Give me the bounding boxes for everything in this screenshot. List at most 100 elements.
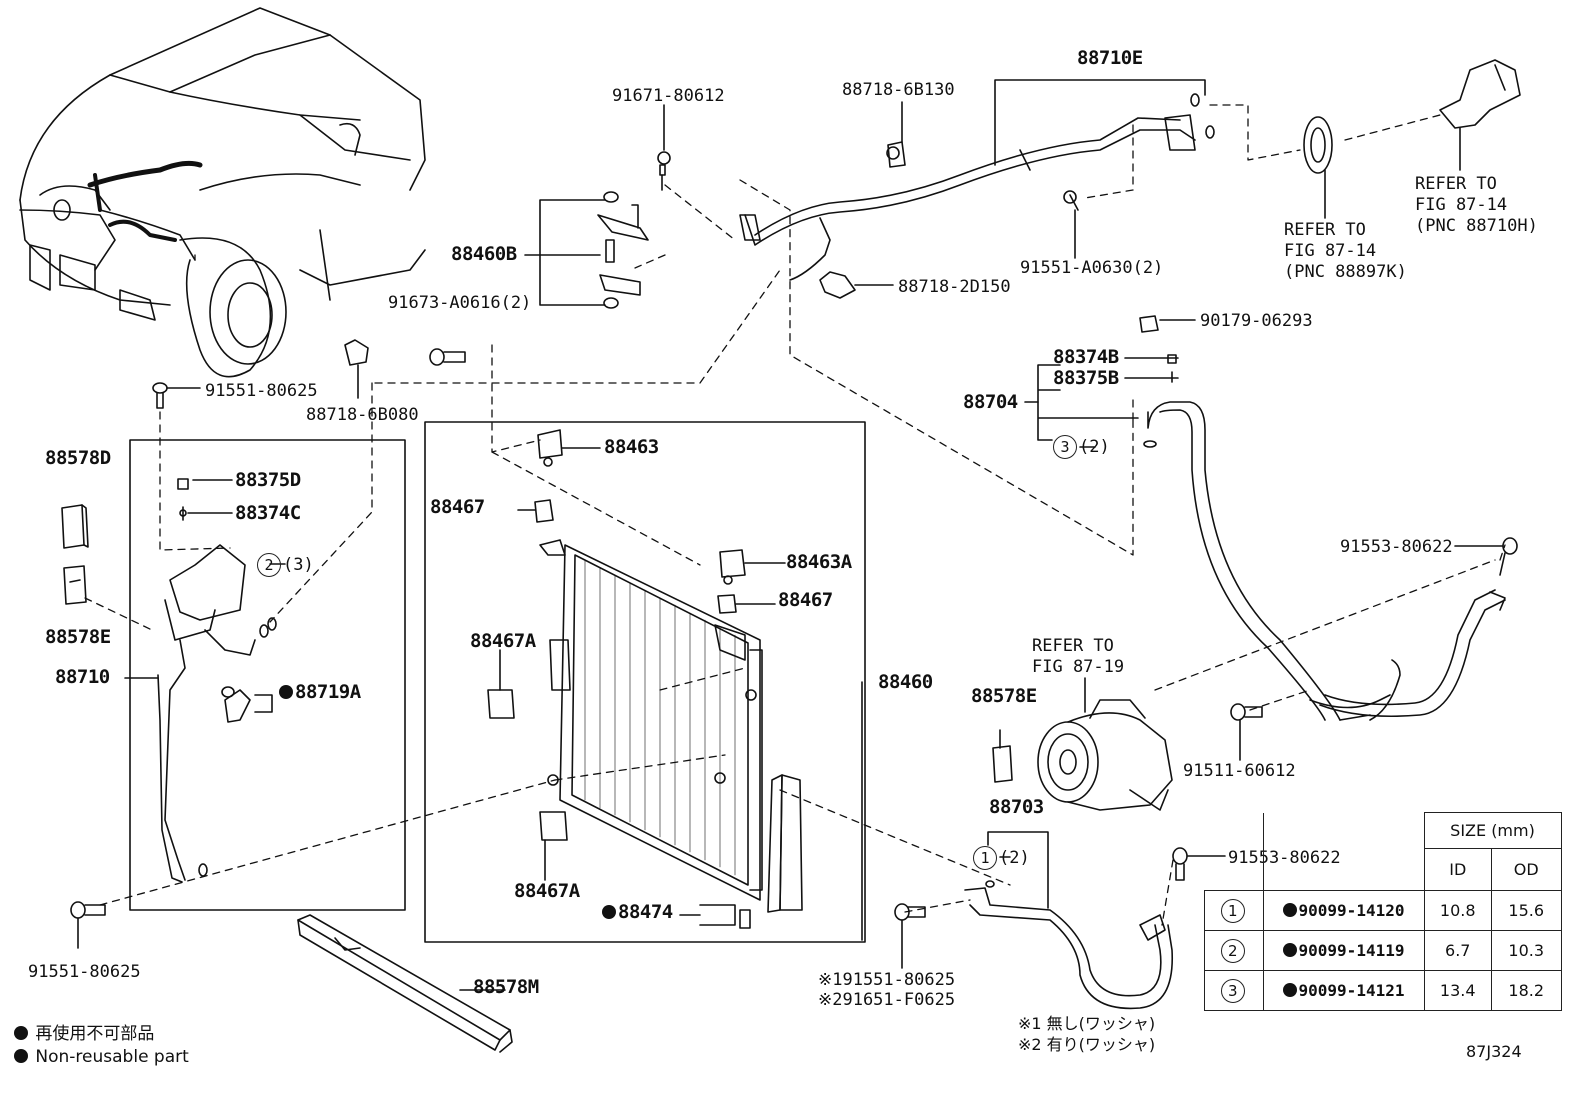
ref-88897k-line1: REFER TO (1284, 220, 1366, 240)
circle-3-icon: 3 (1053, 435, 1077, 459)
label-88463a: 88463A (786, 551, 852, 573)
qty-88704: (2) (1079, 437, 1110, 457)
table-row: 3 90099-14121 13.4 18.2 (1204, 970, 1562, 1011)
vehicle-illustration (19, 7, 426, 378)
dashed-leader-lines (84, 104, 1506, 926)
bracket-88463 (537, 429, 601, 467)
label-91551-a0630: 91551-A0630(2) (1020, 258, 1164, 278)
oring-id: 10.8 (1423, 890, 1492, 931)
bolt-91551-top (152, 382, 201, 409)
label-88375b: 88375B (1053, 367, 1119, 389)
label-88474-text: 88474 (618, 901, 673, 923)
label-91551-80625-bottom: 91551-80625 (28, 962, 141, 982)
circle-3-icon: 3 (1220, 978, 1245, 1003)
label-88578e-right: 88578E (971, 685, 1037, 707)
legend-line-en: Non-reusable part (14, 1046, 189, 1068)
bracket-88467a-top (487, 649, 515, 719)
label-88704: 88704 (963, 391, 1018, 413)
non-reusable-dot-icon (1282, 903, 1297, 917)
label-90179-06293: 90179-06293 (1200, 311, 1313, 331)
size-col-od: OD (1490, 848, 1562, 891)
label-88703-oring: 1(2) (973, 846, 1030, 870)
non-reusable-dot-icon (602, 905, 616, 919)
cushion-88467-a (517, 499, 554, 523)
ref-87-19-line2: FIG 87-19 (1032, 657, 1125, 677)
label-88710e: 88710E (1077, 47, 1143, 69)
ref-88710h-line3: (PNC 88710H) (1415, 216, 1538, 236)
clamp-88718-2d150 (819, 271, 894, 299)
label-88460b: 88460B (451, 243, 517, 265)
size-header: SIZE (mm) (1423, 812, 1562, 849)
hose-fitting-88710h (1439, 59, 1521, 129)
oring-od: 18.2 (1490, 970, 1562, 1011)
liquid-tube (1319, 537, 1518, 721)
pad-88578m (297, 914, 513, 1053)
label-91673-a0616: 91673-A0616(2) (388, 293, 532, 313)
label-88467-a: 88467 (430, 496, 485, 518)
seal-ring-88897k (1303, 116, 1333, 174)
pad-88578e-right (992, 729, 1013, 783)
legend-text-jp: 再使用不可部品 (35, 1024, 155, 1044)
legend-dot-icon (14, 1049, 28, 1063)
oring-id: 13.4 (1423, 970, 1492, 1011)
label-88704-oring: 3(2) (1053, 435, 1110, 459)
label-91553-80622-a: 91553-80622 (1340, 537, 1453, 557)
compressor (1037, 677, 1173, 811)
label-88719a-text: 88719A (295, 681, 361, 703)
label-88718-2d150: 88718-2D150 (898, 277, 1011, 297)
clip-88718-6b080 (344, 339, 369, 399)
circle-1-icon: 1 (1220, 898, 1245, 923)
oring-id: 6.7 (1423, 930, 1492, 971)
ref-88710h-line1: REFER TO (1415, 174, 1497, 194)
legend-text-en: Non-reusable part (35, 1047, 189, 1067)
label-88710-oring: 2(3) (257, 553, 314, 577)
label-88719a: 88719A (279, 682, 361, 702)
label-88467a-bottom: 88467A (514, 880, 580, 902)
label-88578d: 88578D (45, 447, 111, 469)
oring-od: 15.6 (1490, 890, 1562, 931)
label-88710: 88710 (55, 666, 110, 688)
legend-line-jp: 再使用不可部品 (14, 1023, 154, 1045)
oring-od: 10.3 (1490, 930, 1562, 971)
legend-dot-icon (14, 1026, 28, 1040)
qty-88703: (2) (999, 848, 1030, 868)
solid-leader-lines (187, 101, 1504, 858)
label-88578e-left: 88578E (45, 626, 111, 648)
ref-88897k-line2: FIG 87-14 (1284, 241, 1377, 261)
suction-tube-88710e (739, 79, 1215, 281)
size-col-id: ID (1423, 848, 1492, 891)
label-washer-note-1: ※1 無し(ワッシャ) (1018, 1014, 1156, 1033)
condenser-group-box (424, 421, 866, 943)
label-91511-60612: 91511-60612 (1183, 761, 1296, 781)
circle-2-icon: 2 (1220, 938, 1245, 963)
label-88718-6b080: 88718-6B080 (306, 405, 419, 425)
figure-code: 87J324 (1466, 1042, 1522, 1061)
label-88460: 88460 (878, 671, 933, 693)
pad-88578e-left (63, 565, 87, 605)
label-91671-80612: 91671-80612 (612, 86, 725, 106)
bolt-91673 (429, 348, 466, 366)
bracket-88467a-bottom (539, 811, 568, 881)
oring-part-number: 90099-14121 (1298, 981, 1405, 1000)
label-88375d: 88375D (235, 469, 301, 491)
label-refer-87-19: REFER TO FIG 87-19 (1032, 636, 1124, 678)
condenser-88460 (539, 539, 803, 929)
receiver-drier-88710 (157, 478, 277, 883)
hose-88703 (894, 831, 1174, 1010)
table-row: 2 90099-14119 6.7 10.3 (1204, 930, 1562, 971)
oring-size-table: SIZE (mm) ID OD 1 90099-14120 10.8 15.6 … (1204, 812, 1562, 1011)
circle-2-icon: 2 (257, 553, 281, 577)
bolt-91551-bottom (70, 901, 106, 949)
bracket-88463a (719, 549, 786, 585)
label-91551-80625-top: 91551-80625 (205, 381, 318, 401)
label-bolt-note-1: ※191551-80625 (818, 970, 956, 990)
label-88374b: 88374B (1053, 346, 1119, 368)
oring-part-number: 90099-14119 (1298, 941, 1405, 960)
ref-88897k-line3: (PNC 88897K) (1284, 262, 1407, 282)
cushion-88467-b (717, 594, 776, 614)
label-refer-88897k: REFER TO FIG 87-14 (PNC 88897K) (1284, 220, 1407, 283)
ref-88710h-line2: FIG 87-14 (1415, 195, 1508, 215)
qty-88710: (3) (283, 555, 314, 575)
label-bolt-note-2: ※291651-F0625 (818, 990, 956, 1010)
label-88578m: 88578M (473, 976, 539, 998)
